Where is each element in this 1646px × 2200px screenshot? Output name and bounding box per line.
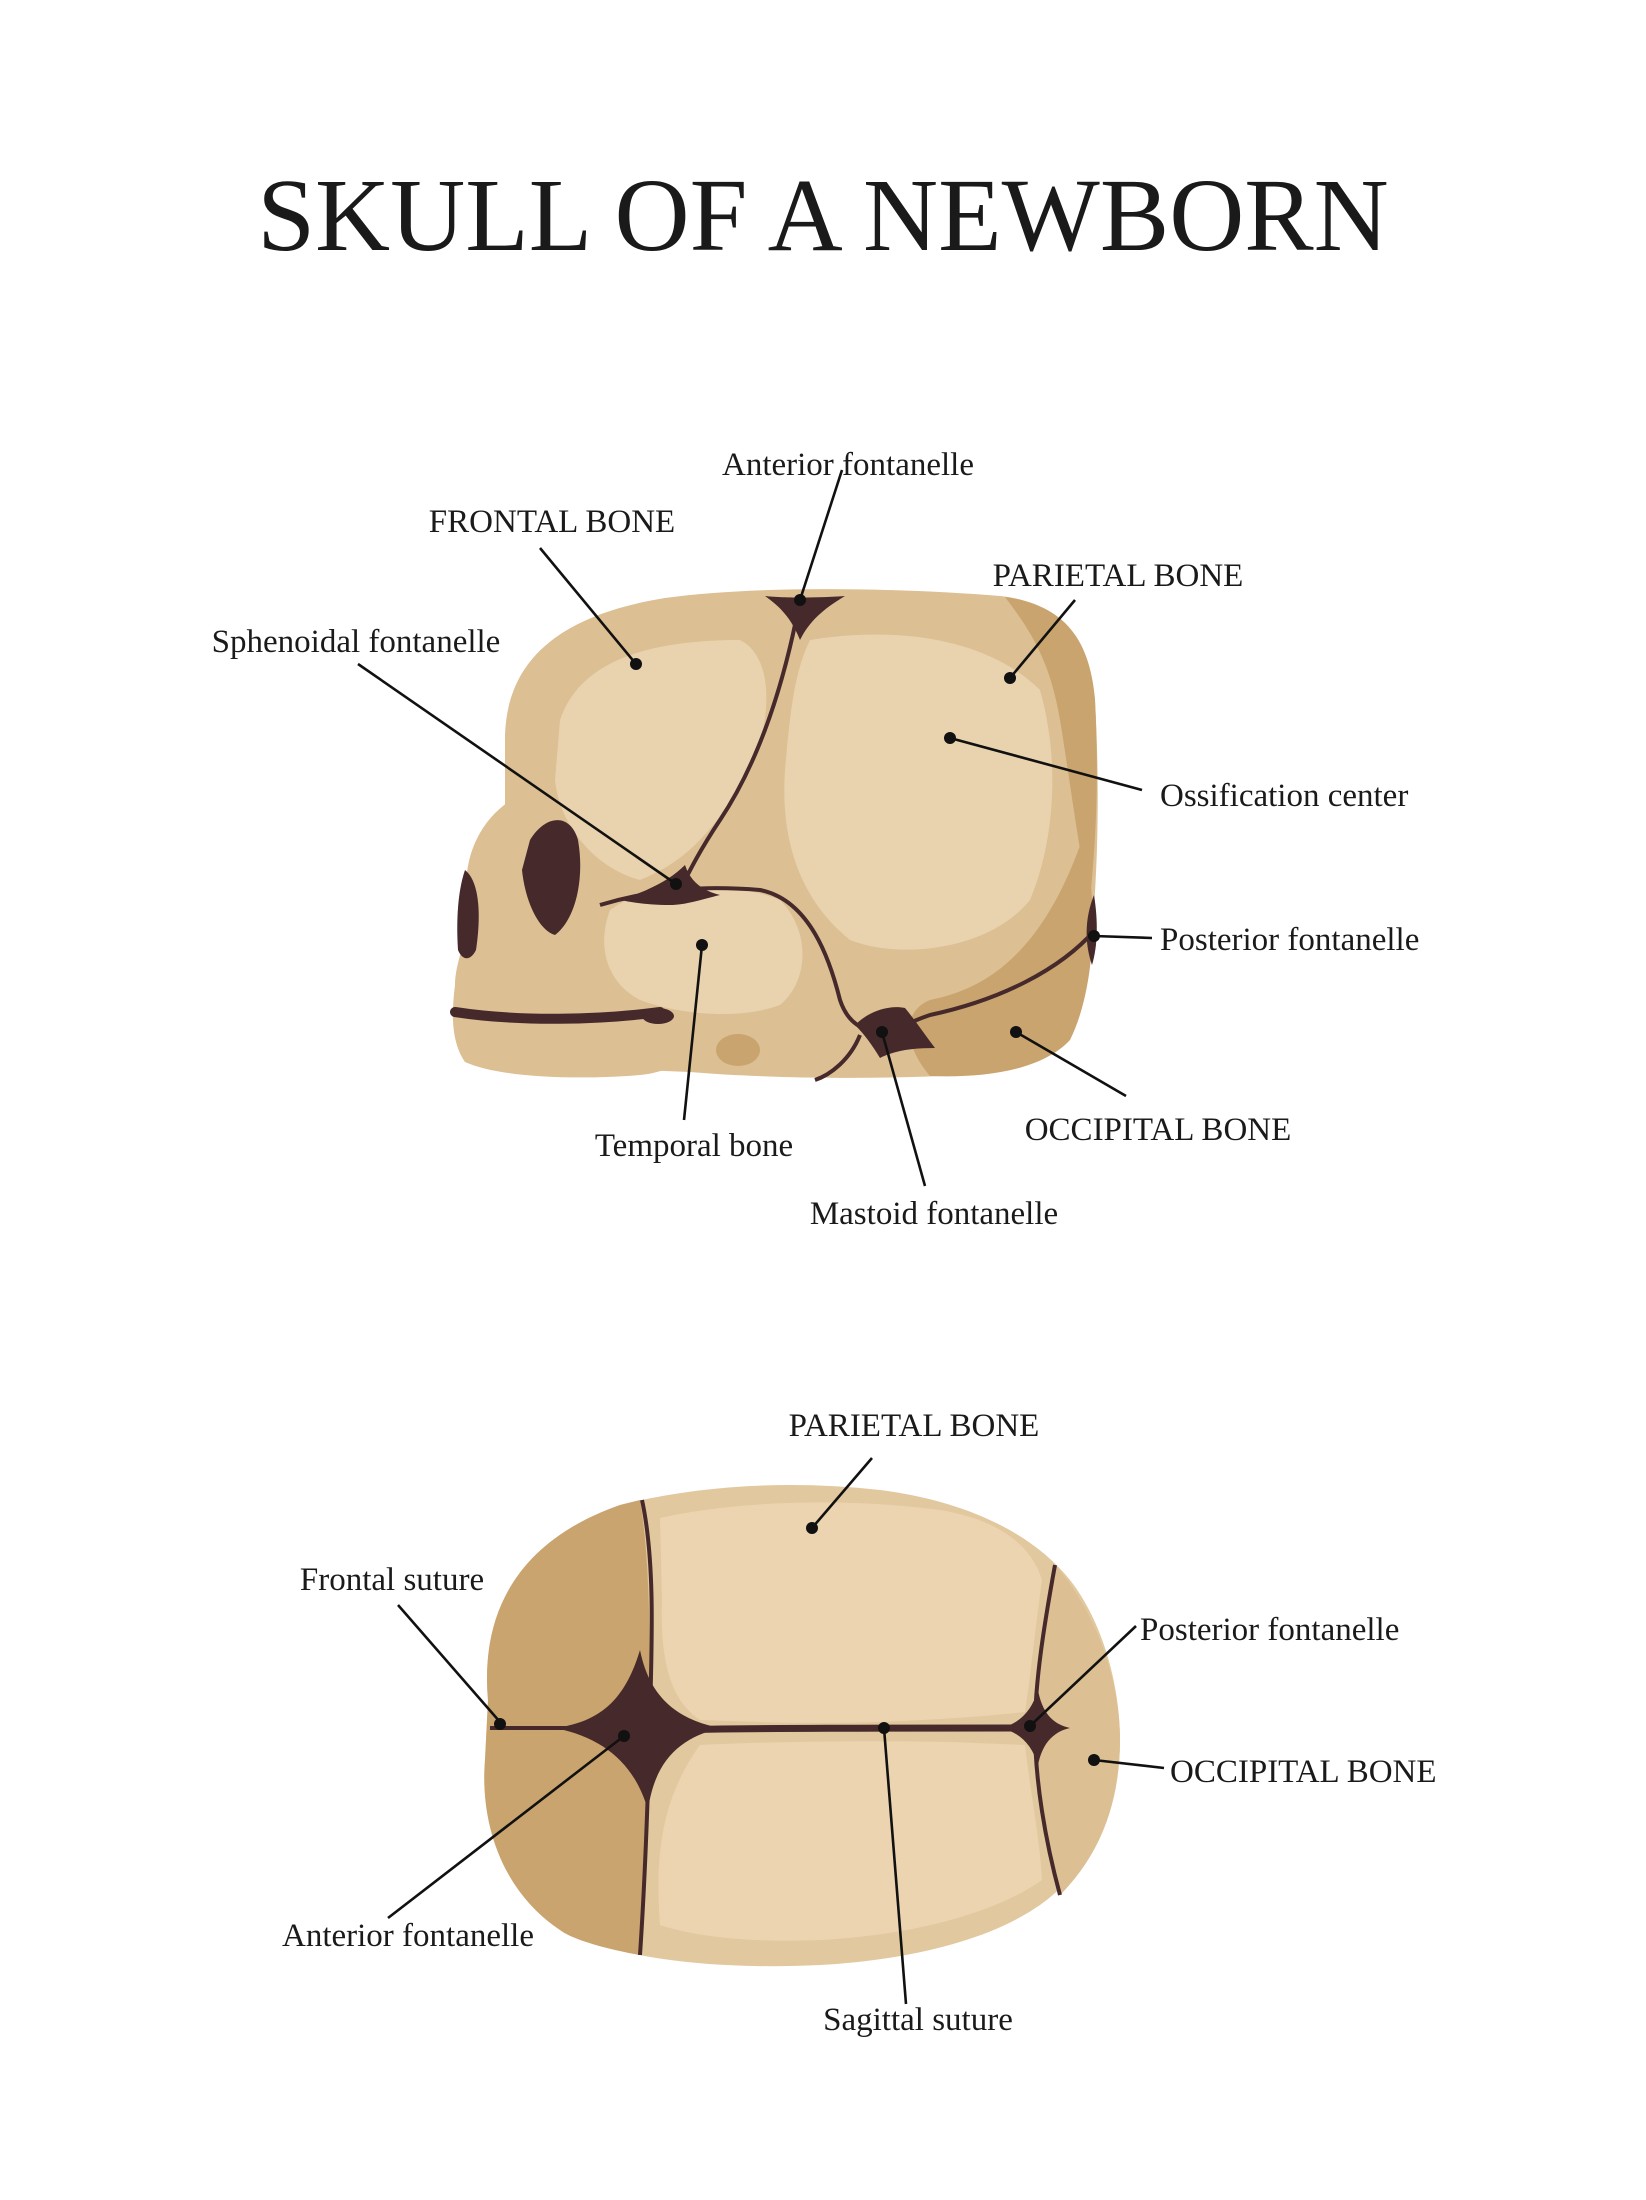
label-sphenoidal-fontanelle: Sphenoidal fontanelle bbox=[212, 624, 501, 660]
frontal-bone-area bbox=[555, 640, 767, 880]
dot-mastoid-fontanelle bbox=[876, 1026, 888, 1038]
dot-parietal-bone-superior bbox=[806, 1522, 818, 1534]
parietal-bone-area bbox=[784, 634, 1053, 950]
dot-sagittal-suture bbox=[878, 1722, 890, 1734]
dot-posterior-fontanelle-superior bbox=[1024, 1720, 1036, 1732]
label-frontal-suture: Frontal suture bbox=[300, 1562, 484, 1598]
label-occipital-bone: OCCIPITAL BONE bbox=[1025, 1112, 1292, 1148]
leader-anterior-fontanelle-superior bbox=[387, 1734, 625, 1920]
anterior-fontanelle-superior bbox=[555, 1650, 720, 1810]
leader-sphenoidal-fontanelle bbox=[357, 662, 677, 886]
leader-posterior-fontanelle-superior bbox=[1029, 1625, 1137, 1727]
dot-anterior-fontanelle-superior bbox=[618, 1730, 630, 1742]
parietal-rim bbox=[1005, 597, 1097, 900]
dot-occipital-bone-superior bbox=[1088, 1754, 1100, 1766]
leader-occipital-bone-superior bbox=[1093, 1758, 1165, 1770]
face-shape bbox=[452, 795, 694, 1078]
nasal-cavity bbox=[457, 870, 479, 959]
coronal-suture bbox=[678, 599, 802, 891]
leader-posterior-fontanelle bbox=[1093, 934, 1153, 940]
label-parietal-bone: PARIETAL BONE bbox=[993, 558, 1244, 594]
leader-sagittal-suture bbox=[882, 1727, 908, 2005]
leader-ossification-center bbox=[949, 736, 1143, 792]
posterior-fontanelle-shape bbox=[1086, 895, 1097, 965]
leader-frontal-suture bbox=[397, 1604, 501, 1723]
leader-frontal-bone bbox=[538, 547, 638, 665]
superior-skull: PARIETAL BONE Frontal suture Posterior f… bbox=[282, 1408, 1437, 2038]
label-ossification-center: Ossification center bbox=[1160, 778, 1408, 814]
leader-parietal-bone-superior bbox=[811, 1457, 873, 1529]
dot-occipital-bone bbox=[1010, 1026, 1022, 1038]
parietal-bone-upper bbox=[660, 1502, 1042, 1723]
dot-frontal-bone bbox=[630, 658, 642, 670]
label-occipital-bone-superior: OCCIPITAL BONE bbox=[1170, 1754, 1437, 1790]
dot-ossification-center bbox=[944, 732, 956, 744]
anterior-fontanelle-shape bbox=[765, 596, 845, 640]
label-anterior-fontanelle-superior: Anterior fontanelle bbox=[282, 1918, 534, 1954]
lateral-skull: Anterior fontanelle FRONTAL BONE PARIETA… bbox=[212, 447, 1420, 1232]
leader-temporal-bone bbox=[682, 944, 704, 1121]
leader-parietal-bone bbox=[1009, 599, 1076, 679]
ear-small bbox=[642, 1008, 674, 1024]
leader-occipital-bone bbox=[1015, 1030, 1127, 1098]
dot-sphenoidal-fontanelle bbox=[670, 878, 682, 890]
orbit bbox=[522, 820, 581, 935]
mandible-line bbox=[450, 1007, 665, 1024]
label-sagittal-suture: Sagittal suture bbox=[823, 2002, 1013, 2038]
label-anterior-fontanelle: Anterior fontanelle bbox=[722, 447, 974, 483]
label-mastoid-fontanelle: Mastoid fontanelle bbox=[810, 1196, 1058, 1232]
leader-mastoid-fontanelle bbox=[880, 1031, 927, 1187]
dot-posterior-fontanelle bbox=[1088, 930, 1100, 942]
dot-anterior-fontanelle bbox=[794, 594, 806, 606]
occipital-region bbox=[909, 840, 1093, 1077]
dot-frontal-suture bbox=[494, 1718, 506, 1730]
ear-canal bbox=[716, 1034, 760, 1066]
dot-parietal-bone bbox=[1004, 672, 1016, 684]
parietal-bone-lower bbox=[658, 1741, 1042, 1941]
label-posterior-fontanelle-superior: Posterior fontanelle bbox=[1140, 1612, 1399, 1648]
leader-anterior-fontanelle bbox=[798, 469, 844, 601]
label-frontal-bone: FRONTAL BONE bbox=[429, 504, 675, 540]
occipitomastoid-suture bbox=[814, 1034, 862, 1082]
label-parietal-bone-superior: PARIETAL BONE bbox=[789, 1408, 1040, 1444]
label-temporal-bone: Temporal bone bbox=[595, 1128, 793, 1164]
sphenoidal-fontanelle-shape bbox=[620, 865, 720, 905]
label-posterior-fontanelle: Posterior fontanelle bbox=[1160, 922, 1419, 958]
page-title: SKULL OF A NEWBORN bbox=[257, 158, 1389, 273]
mastoid-fontanelle-shape bbox=[855, 1007, 935, 1058]
occipital-bone-superior bbox=[1035, 1565, 1120, 1895]
dot-temporal-bone bbox=[696, 939, 708, 951]
